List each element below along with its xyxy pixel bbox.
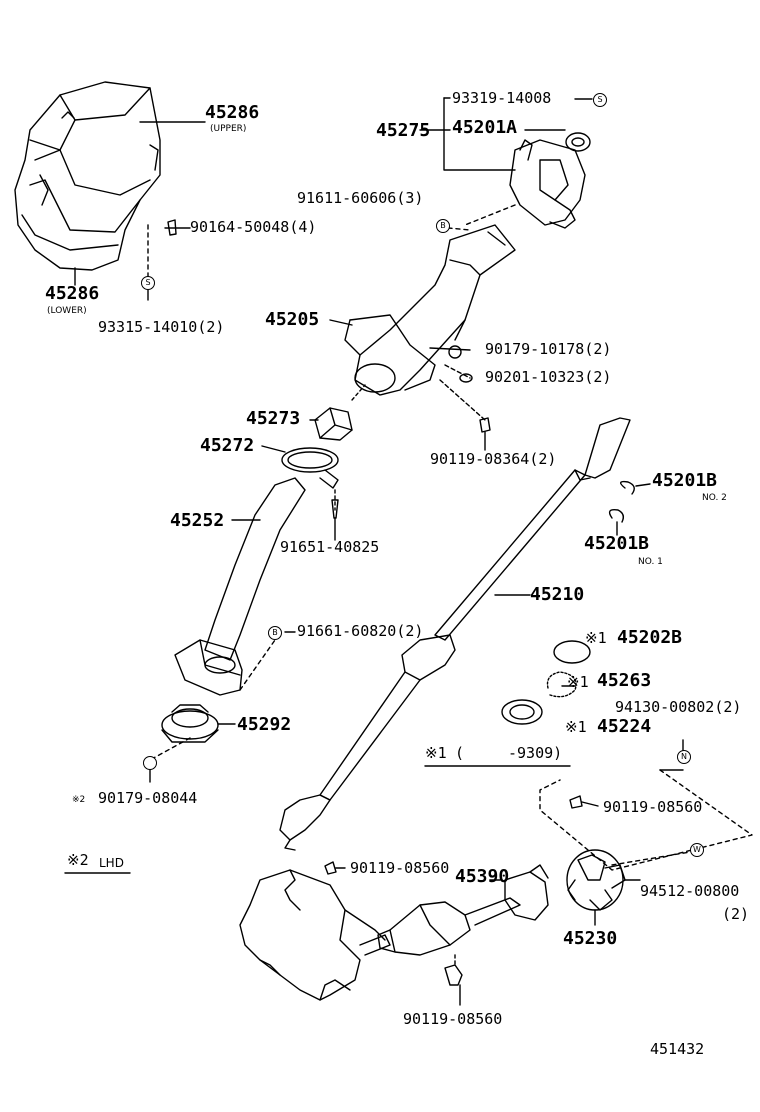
part-45390: 45390 (455, 866, 510, 887)
bushing-drawing (314, 407, 353, 441)
column-cover-drawing (14, 81, 161, 271)
note-1-range: -9309) (508, 744, 563, 762)
part-45252: 45252 (170, 510, 225, 531)
part-90201-10323: 90201-10323(2) (485, 368, 612, 386)
part-94512-00800: 94512-00800 (640, 882, 740, 900)
part-45210: 45210 (530, 584, 585, 605)
main-shaft-drawing (279, 417, 631, 851)
part-45201B-no1-number: 45201B (584, 533, 650, 554)
part-90119-08364: 90119-08364(2) (430, 450, 557, 468)
b-symbol-mark: B (436, 219, 450, 233)
mark-2-90179: ※2 (72, 795, 86, 805)
s-symbol-mark: S (593, 93, 607, 107)
part-45230: 45230 (563, 928, 618, 949)
part-91661-60820: 91661-60820(2) (297, 622, 424, 640)
part-45292: 45292 (237, 714, 292, 735)
part-45286-upper-number: 45286 (205, 102, 260, 123)
steering-gear-drawing (239, 869, 391, 1001)
part-45201B-no1-note: NO. 1 (638, 557, 663, 567)
part-45224: 45224 (597, 716, 652, 737)
note-2-text: LHD (99, 856, 124, 870)
part-94130-00802: 94130-00802(2) (615, 698, 742, 716)
part-90119-08560-bottom: 90119-08560 (403, 1010, 503, 1028)
mark-1-45224: ※1 (565, 718, 587, 736)
part-45205: 45205 (265, 309, 320, 330)
part-45286-lower-note: (LOWER) (47, 306, 87, 316)
boot-drawing (161, 704, 219, 743)
clamp-drawing (281, 447, 339, 489)
mark-1-45263: ※1 (567, 673, 589, 691)
part-91651-40825: 91651-40825 (280, 538, 380, 556)
mark-1-45202B: ※1 (585, 629, 607, 647)
coupling-drawing (566, 849, 626, 911)
s-symbol-mark: S (141, 276, 155, 290)
note-1-mark: ※1 (425, 744, 447, 762)
part-45273: 45273 (246, 408, 301, 429)
part-93315-14010: 93315-14010(2) (98, 318, 225, 336)
part-91611-60606: 91611-60606(3) (297, 189, 424, 207)
part-45272: 45272 (200, 435, 255, 456)
part-45201A: 45201A (452, 117, 518, 138)
note-1-open-paren: ( (455, 744, 465, 762)
column-tube-drawing (344, 224, 516, 396)
part-45286-upper-note: (UPPER) (210, 124, 247, 134)
w-symbol-mark: W (690, 843, 704, 857)
part-45286-lower-number: 45286 (45, 283, 100, 304)
part-93319-14008: 93319-14008 (452, 89, 552, 107)
note-2-mark: ※2 (67, 851, 89, 869)
part-90179-08044: 90179-08044 (98, 789, 198, 807)
part-90119-08560-right: 90119-08560 (603, 798, 703, 816)
part-90119-08560-left: 90119-08560 (350, 859, 450, 877)
hole-cover-drawing (174, 477, 306, 696)
part-45201B-no2-note: NO. 2 (702, 493, 727, 503)
b-symbol-mark: B (268, 626, 282, 640)
diagram-code: 451432 (650, 1040, 705, 1058)
intermediate-shaft-drawing (377, 864, 549, 956)
column-bracket-drawing (509, 132, 591, 229)
part-94512-qty: (2) (722, 905, 750, 923)
part-45263: 45263 (597, 670, 652, 691)
part-45201B-no2-number: 45201B (652, 470, 718, 491)
n-symbol-mark: N (677, 750, 691, 764)
part-90164-50048: 90164-50048(4) (190, 218, 317, 236)
f-symbol-mark (143, 756, 157, 770)
part-45202B: 45202B (617, 627, 683, 648)
part-45275: 45275 (376, 120, 431, 141)
part-90179-10178: 90179-10178(2) (485, 340, 612, 358)
